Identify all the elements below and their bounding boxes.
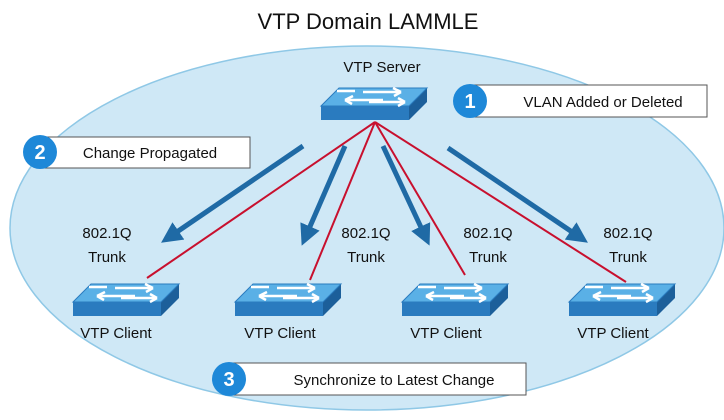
client-switch-icon-2 [233,282,343,318]
step-2-badge [23,135,57,169]
server-switch-icon [319,86,429,122]
step-3-text: Synchronize to Latest Change [294,372,495,389]
client-label-3: VTP Client [410,325,482,342]
step-2: 2 Change Propagated [23,135,251,169]
propagation-arrow-2 [300,145,348,246]
trunk-line-2 [309,121,376,281]
propagation-arrow-4 [446,145,588,243]
client-label-4: VTP Client [577,325,649,342]
server-label: VTP Server [343,59,420,76]
step-2-box [42,136,251,169]
step-3-box [231,362,527,396]
trunk-label-4: 802.1Q [603,225,652,242]
client-label-2: VTP Client [244,325,316,342]
propagation-arrow-3 [380,144,431,246]
trunk-label-2: 802.1Q [341,225,390,242]
trunk-line-4 [374,121,627,283]
step-2-text: Change Propagated [83,145,217,162]
trunk-line-1 [146,121,376,279]
step-2-number: 2 [34,142,45,164]
step-1-badge [453,84,487,118]
propagation-arrows [161,143,588,246]
trunk-label-3-sub: Trunk [469,249,507,266]
trunk-lines [146,121,627,283]
client-label-1: VTP Client [80,325,152,342]
client-switch-icon-3 [400,282,510,318]
step-1-number: 1 [464,91,475,113]
trunk-label-2-sub: Trunk [347,249,385,266]
client-labels: VTP Client VTP Client VTP Client VTP Cli… [80,325,649,342]
step-1-text: VLAN Added or Deleted [523,94,682,111]
client-switch-icon-4 [567,282,677,318]
step-1: 1 VLAN Added or Deleted [453,84,708,118]
trunk-label-1: 802.1Q [82,225,131,242]
step-3-badge [212,362,246,396]
client-switch-icon-1 [71,282,181,318]
trunk-line-3 [374,121,466,276]
step-3: 3 Synchronize to Latest Change [212,362,527,396]
trunk-label-3: 802.1Q [463,225,512,242]
propagation-arrow-1 [161,143,305,243]
trunk-label-4-sub: Trunk [609,249,647,266]
trunk-label-1-sub: Trunk [88,249,126,266]
page-title: VTP Domain LAMMLE [258,9,479,34]
trunk-labels: 802.1Q Trunk 802.1Q Trunk 802.1Q Trunk 8… [82,225,652,266]
step-3-number: 3 [223,369,234,391]
